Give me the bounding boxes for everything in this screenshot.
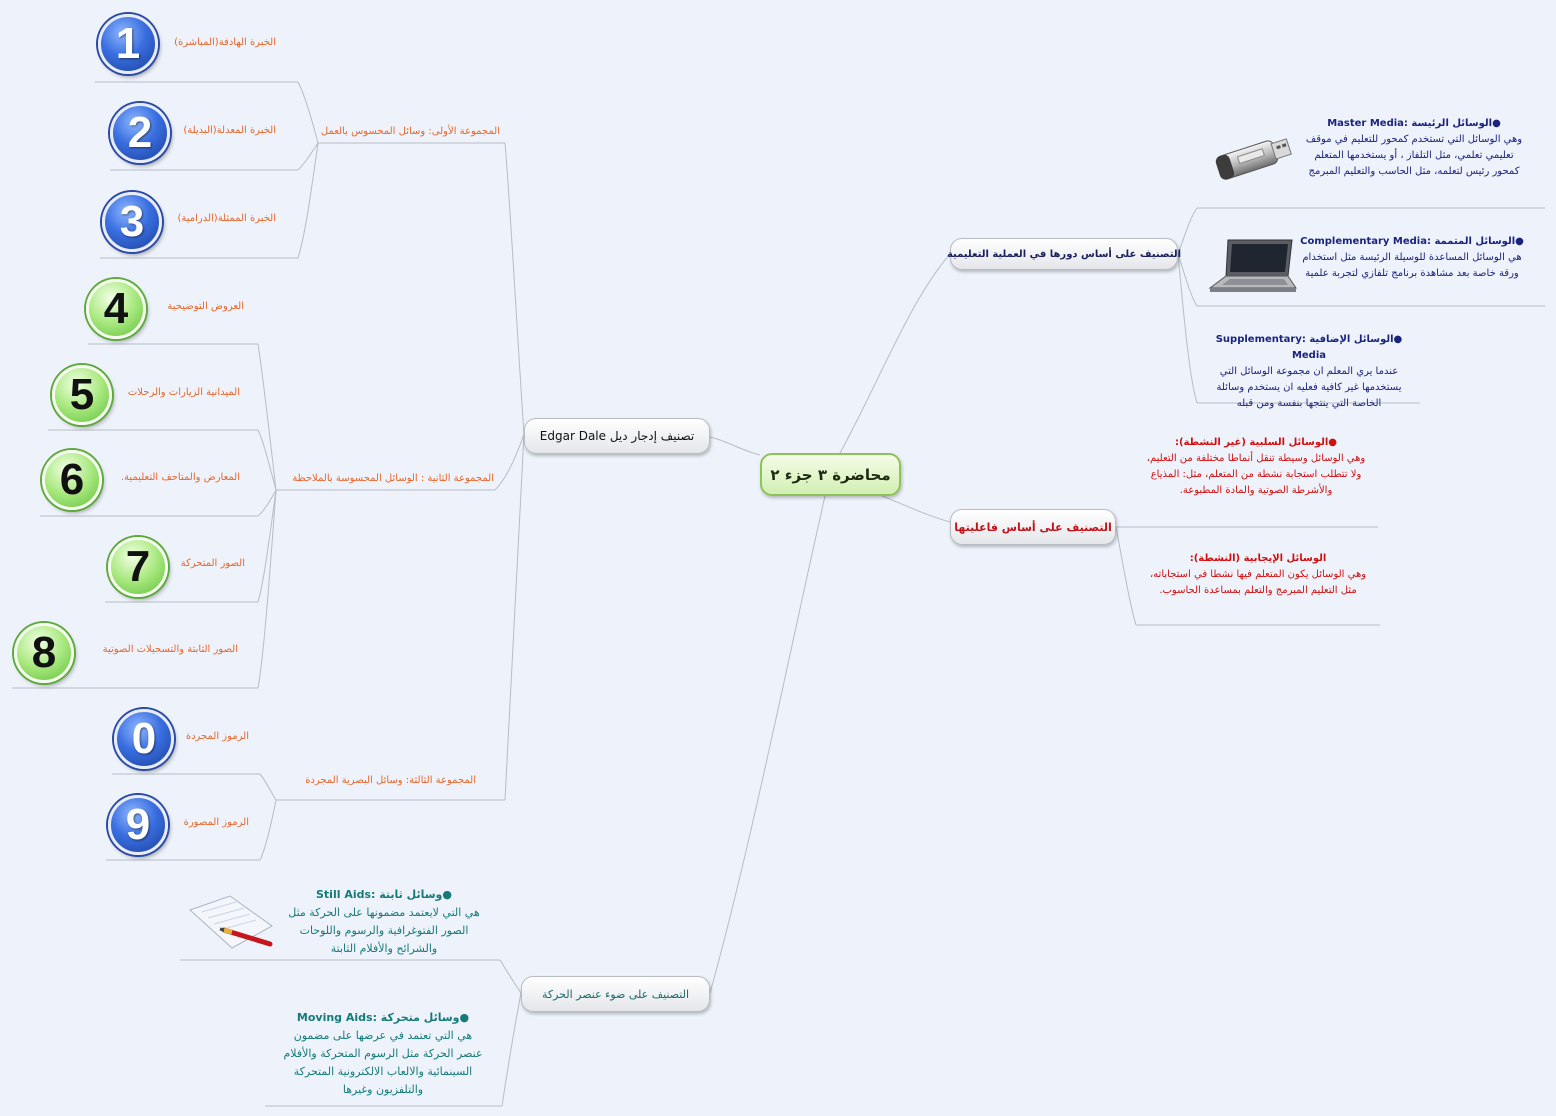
number-7-icon: 7	[108, 537, 168, 597]
supplementary-media-line: يستخدمها غير كافية فعليه ان يستخدم وسائل…	[1216, 382, 1402, 393]
experience-label-8[interactable]: الصور الثابتة والتسجيلات الصوتية	[102, 644, 238, 655]
group-label-3[interactable]: المجموعة الثالثة: وسائل البصرية المجردة	[305, 775, 476, 786]
moving-aids-line: والتلفزيون وغيرها	[342, 1083, 424, 1096]
edgar-dale-label: تصنيف إدجار ديل Edgar Dale	[539, 429, 695, 443]
role-classification-label: التصنيف على أساس دورها في العملية التعلي…	[946, 248, 1182, 260]
group-label-2[interactable]: المجموعة الثانية : الوسائل المحسوسة بالم…	[292, 473, 494, 484]
active-media-title: الوسائل الإيجابية (النشطة):	[1189, 553, 1327, 564]
still-aids-title: ●وسائل ثابتة :Still Aids	[316, 888, 452, 901]
supplementary-media-text[interactable]: ●الوسائل الإضافية :Supplementary Media ع…	[1200, 332, 1418, 412]
still-aids-text[interactable]: ●وسائل ثابتة :Still Aids هي التي لايعتمد…	[272, 886, 496, 958]
number-6-icon: 6	[42, 450, 102, 510]
master-media-line: تعليمي تعلمي، مثل التلفاز ، أو يستخدمها …	[1314, 150, 1514, 161]
experience-label-5[interactable]: الميدانية الزيارات والرحلات	[127, 387, 240, 398]
central-topic[interactable]: محاضرة ٣ جزء ٢	[760, 453, 901, 496]
number-9-icon: 9	[108, 795, 168, 855]
laptop-icon	[1208, 239, 1297, 292]
passive-media-line: وهي الوسائل وسيطة تنقل أنماطا مختلفة من …	[1146, 453, 1366, 464]
experience-label-1[interactable]: الخبرة الهادفة(المباشرة)	[174, 37, 276, 48]
experience-label-3[interactable]: الخبرة الممثلة(الدرامية)	[177, 213, 276, 224]
supplementary-media-line: عندما يري المعلم ان مجموعة الوسائل التي	[1219, 366, 1399, 377]
moving-aids-line: السينمائية والالعاب الالكترونية المتحركة	[293, 1065, 473, 1078]
number-4-icon: 4	[86, 279, 146, 339]
effectiveness-classification-node[interactable]: التصنيف على أساس فاعليتها	[950, 509, 1116, 545]
central-title: محاضرة ٣ جزء ٢	[770, 465, 891, 484]
still-aids-line: هي التي لايعتمد مضمونها على الحركة مثل	[288, 906, 480, 919]
active-media-line: مثل التعليم المبرمج والتعلم بمساعدة الحا…	[1159, 585, 1357, 596]
still-aids-line: والشرائح والأفلام الثابتة	[330, 942, 438, 955]
notepad-pen-icon	[189, 895, 273, 949]
master-media-line: كمحور رئيس لتعلمه، مثل الحاسب والتعليم ا…	[1308, 166, 1520, 177]
moving-aids-title: ●وسائل متحركة :Moving Aids	[296, 1011, 470, 1024]
passive-media-title: ●الوسائل السلبية (غير النشطة):	[1174, 437, 1338, 448]
supplementary-media-line: الخاصة التي ينتجها بنفسة ومن قبله	[1236, 398, 1382, 409]
experience-label-2[interactable]: الخبرة المعدلة(البديلة)	[183, 125, 276, 136]
number-8-icon: 8	[14, 623, 74, 683]
moving-aids-line: عنصر الحركة مثل الرسوم المتحركة والأفلام	[283, 1047, 483, 1060]
still-aids-line: الصور الفتوغرافية والرسوم واللوحات	[299, 924, 469, 937]
number-3-icon: 3	[102, 192, 162, 252]
motion-classification-node[interactable]: التصنيف على ضوء عنصر الحركة	[521, 976, 710, 1012]
master-media-line: وهي الوسائل التي تستخدم كمحور للتعليم في…	[1305, 134, 1523, 145]
experience-label-6[interactable]: المعارض والمتاحف التعليمية.	[120, 472, 240, 483]
active-media-text[interactable]: الوسائل الإيجابية (النشطة): وهي الوسائل …	[1138, 551, 1378, 599]
motion-classification-label: التصنيف على ضوء عنصر الحركة	[541, 987, 690, 1001]
moving-aids-line: هي التي تعتمد في عرضها على مضمون	[293, 1029, 473, 1042]
complementary-media-line: هي الوسائل المساعدة للوسيلة الرئيسة مثل …	[1302, 252, 1522, 263]
experience-label-9[interactable]: الرموز المصورة	[183, 817, 249, 828]
usb-drive-icon	[1215, 138, 1292, 180]
number-0-icon: 0	[114, 709, 174, 769]
complementary-media-line: ورقة خاصة بعد مشاهدة برنامج تلفازي لتجرب…	[1305, 268, 1519, 279]
experience-label-7[interactable]: الصور المتحركة	[180, 558, 245, 569]
master-media-text[interactable]: ●الوسائل الرئيسة :Master Media وهي الوسا…	[1298, 116, 1530, 180]
number-1-icon: 1	[98, 14, 158, 74]
edgar-dale-node[interactable]: تصنيف إدجار ديل Edgar Dale	[524, 418, 710, 454]
experience-label-4[interactable]: العروض التوضيحية	[167, 301, 244, 312]
number-5-icon: 5	[52, 365, 112, 425]
complementary-media-title: ●الوسائل المتممة :Complementary Media	[1300, 236, 1524, 247]
effectiveness-classification-label: التصنيف على أساس فاعليتها	[954, 520, 1112, 534]
role-classification-node[interactable]: التصنيف على أساس دورها في العملية التعلي…	[946, 238, 1182, 270]
supplementary-media-title: ●الوسائل الإضافية :Supplementary Media	[1215, 334, 1403, 361]
number-2-icon: 2	[110, 103, 170, 163]
passive-media-line: ولا تتطلب استجابة نشطة من المتعلم، مثل: …	[1150, 469, 1362, 480]
complementary-media-text[interactable]: ●الوسائل المتممة :Complementary Media هي…	[1286, 234, 1538, 282]
passive-media-text[interactable]: ●الوسائل السلبية (غير النشطة): وهي الوسا…	[1136, 435, 1376, 499]
active-media-line: وهي الوسائل يكون المتعلم فيها نشطا في اس…	[1149, 569, 1367, 580]
group-label-1[interactable]: المجموعة الأولى: وسائل المحسوس بالعمل	[320, 126, 500, 137]
experience-label-0[interactable]: الرموز المجردة	[185, 731, 249, 742]
passive-media-line: والأشرطة الصوتية والمادة المطبوعة.	[1179, 485, 1333, 496]
moving-aids-text[interactable]: ●وسائل متحركة :Moving Aids هي التي تعتمد…	[268, 1009, 498, 1099]
master-media-title: ●الوسائل الرئيسة :Master Media	[1327, 118, 1501, 129]
